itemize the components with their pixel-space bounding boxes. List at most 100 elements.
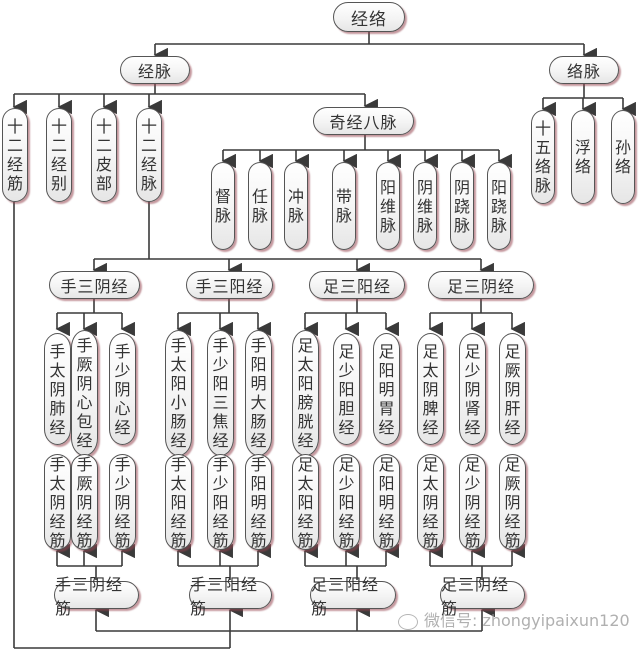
watermark-text: 微信号: zhongyipaixun120 — [424, 611, 630, 630]
yangqiaomai-label: 阳跷脉 — [491, 177, 508, 235]
node-meridian-zu-sanyin-2: 足少阴肾经 — [459, 333, 486, 445]
meridian-label: 手太阳小肠经 — [170, 336, 187, 450]
node-meridian-zu-sanyang-1: 足太阳膀胱经 — [292, 330, 319, 456]
node-yangweimai: 阳维脉 — [376, 162, 400, 250]
daimai-label: 带脉 — [336, 187, 353, 225]
zu-sanyin-jingjin-label: 足三阴经筋 — [441, 575, 510, 618]
node-meridian-zu-sanyang-2: 足少阳胆经 — [333, 333, 360, 445]
sinew-label: 手厥阴经筋 — [76, 454, 93, 550]
sinew-label: 足厥阴经筋 — [504, 454, 521, 550]
node-meridian-zu-sanyin-3: 足厥阴肝经 — [499, 333, 526, 445]
node-chongmai: 冲脉 — [284, 162, 308, 250]
sinew-label: 手阳明经筋 — [250, 454, 267, 550]
node-meridian-shou-sanyang-1: 手太阳小肠经 — [165, 330, 192, 456]
node-sinew-zu-sanyin-2: 足少阴经筋 — [459, 454, 486, 550]
zu-sanyang-jingjin-label: 足三阳经筋 — [311, 575, 380, 618]
node-shou-sanyang-jingjin: 手三阳经筋 — [189, 575, 272, 618]
node-zu-sanyin-jing: 足三阴经 — [428, 271, 534, 299]
root-label: 经络 — [351, 9, 387, 30]
sinew-label: 手太阴经筋 — [49, 454, 66, 550]
shou-sanyang-jing-label: 手三阳经 — [195, 277, 264, 296]
node-dumai: 督脉 — [211, 162, 235, 250]
shier-pibu-label: 十二皮部 — [96, 117, 113, 193]
node-shou-sanyin-jingjin: 手三阴经筋 — [54, 575, 139, 618]
meridian-label: 足少阳胆经 — [338, 341, 355, 437]
sinew-label: 足少阴经筋 — [464, 454, 481, 550]
node-shier-pibu: 十二皮部 — [91, 108, 117, 202]
node-fuluo: 浮络 — [571, 110, 595, 204]
node-sunluo: 孙络 — [611, 110, 635, 204]
meridian-label: 足厥阴肝经 — [504, 341, 521, 437]
sinew-label: 手太阳经筋 — [170, 454, 187, 550]
node-sinew-zu-sanyang-3: 足阳明经筋 — [373, 454, 400, 550]
shier-jingmai-label: 十二经脉 — [141, 117, 158, 193]
node-yinqiaomai: 阴跷脉 — [450, 162, 474, 250]
node-shou-sanyang-jing: 手三阳经 — [186, 271, 273, 299]
shou-sanyin-jingjin-label: 手三阴经筋 — [55, 575, 124, 618]
node-meridian-shou-sanyang-3: 手阳明大肠经 — [245, 330, 272, 456]
shiwu-luomai-label: 十五络脉 — [535, 119, 552, 195]
node-meridian-shou-sanyang-2: 手少阳三焦经 — [207, 330, 234, 456]
meridian-label: 足阳明胃经 — [378, 341, 395, 437]
node-meridian-zu-sanyin-1: 足太阴脾经 — [417, 333, 444, 445]
node-zu-sanyang-jing: 足三阳经 — [309, 271, 405, 299]
watermark: 微信号: zhongyipaixun120 — [398, 607, 630, 631]
meridian-label: 手太阴肺经 — [49, 341, 66, 437]
meridian-label: 足太阴脾经 — [422, 341, 439, 437]
node-meridian-shou-sanyin-2: 手厥阴心包经 — [71, 330, 98, 456]
sinew-label: 足少阳经筋 — [338, 454, 355, 550]
sinew-label: 手少阴经筋 — [114, 454, 131, 550]
sinew-label: 手少阳经筋 — [212, 454, 229, 550]
yinweimai-label: 阴维脉 — [417, 177, 434, 235]
sunluo-label: 孙络 — [615, 138, 632, 176]
node-sinew-zu-sanyang-2: 足少阳经筋 — [333, 454, 360, 550]
meridian-label: 手阳明大肠经 — [250, 336, 267, 450]
node-shou-sanyin-jing: 手三阴经 — [49, 271, 140, 299]
meridian-label: 手少阳三焦经 — [212, 336, 229, 450]
node-zu-sanyin-jingjin: 足三阴经筋 — [440, 575, 525, 618]
node-sinew-shou-sanyang-3: 手阳明经筋 — [245, 454, 272, 550]
sinew-label: 足阳明经筋 — [378, 454, 395, 550]
shou-sanyin-jing-label: 手三阴经 — [60, 277, 129, 296]
shier-jingjin-label: 十二经筋 — [7, 117, 24, 193]
wechat-icon — [398, 613, 418, 630]
zu-sanyin-jing-label: 足三阴经 — [446, 277, 515, 296]
node-meridian-shou-sanyin-3: 手少阴心经 — [109, 333, 136, 445]
node-yangqiaomai: 阳跷脉 — [487, 162, 511, 250]
qijing-bamai-label: 奇经八脉 — [329, 113, 398, 132]
node-sinew-zu-sanyin-1: 足太阴经筋 — [417, 454, 444, 550]
node-qijing-bamai: 奇经八脉 — [313, 107, 414, 135]
meridian-label: 足少阴肾经 — [464, 341, 481, 437]
node-sinew-zu-sanyang-1: 足太阳经筋 — [292, 454, 319, 550]
dumai-label: 督脉 — [215, 187, 232, 225]
chongmai-label: 冲脉 — [288, 187, 305, 225]
yangweimai-label: 阳维脉 — [380, 177, 397, 235]
node-meridian-shou-sanyin-1: 手太阴肺经 — [44, 333, 71, 445]
zu-sanyang-jing-label: 足三阳经 — [322, 277, 391, 296]
node-zu-sanyang-jingjin: 足三阳经筋 — [310, 575, 396, 618]
node-sinew-shou-sanyin-3: 手少阴经筋 — [109, 454, 136, 550]
renmai-label: 任脉 — [252, 187, 269, 225]
node-shier-jingmai: 十二经脉 — [136, 108, 162, 202]
sinew-label: 足太阴经筋 — [422, 454, 439, 550]
node-sinew-shou-sanyang-2: 手少阳经筋 — [207, 454, 234, 550]
node-sinew-shou-sanyin-2: 手厥阴经筋 — [71, 454, 98, 550]
meridian-label: 足太阳膀胱经 — [297, 336, 314, 450]
node-renmai: 任脉 — [248, 162, 272, 250]
node-luomai: 络脉 — [549, 56, 619, 84]
node-jingmai: 经脉 — [120, 56, 190, 84]
node-daimai: 带脉 — [332, 162, 356, 250]
shier-jingbie-label: 十二经别 — [51, 117, 68, 193]
node-sinew-zu-sanyin-3: 足厥阴经筋 — [499, 454, 526, 550]
node-sinew-shou-sanyin-1: 手太阴经筋 — [44, 454, 71, 550]
meridian-label: 手厥阴心包经 — [76, 336, 93, 450]
node-shier-jingbie: 十二经别 — [46, 108, 72, 202]
jingmai-label: 经脉 — [137, 62, 172, 81]
fuluo-label: 浮络 — [575, 138, 592, 176]
shou-sanyang-jingjin-label: 手三阳经筋 — [190, 575, 259, 618]
meridian-label: 手少阴心经 — [114, 341, 131, 437]
sinew-label: 足太阳经筋 — [297, 454, 314, 550]
node-shiwu-luomai: 十五络脉 — [531, 110, 555, 204]
